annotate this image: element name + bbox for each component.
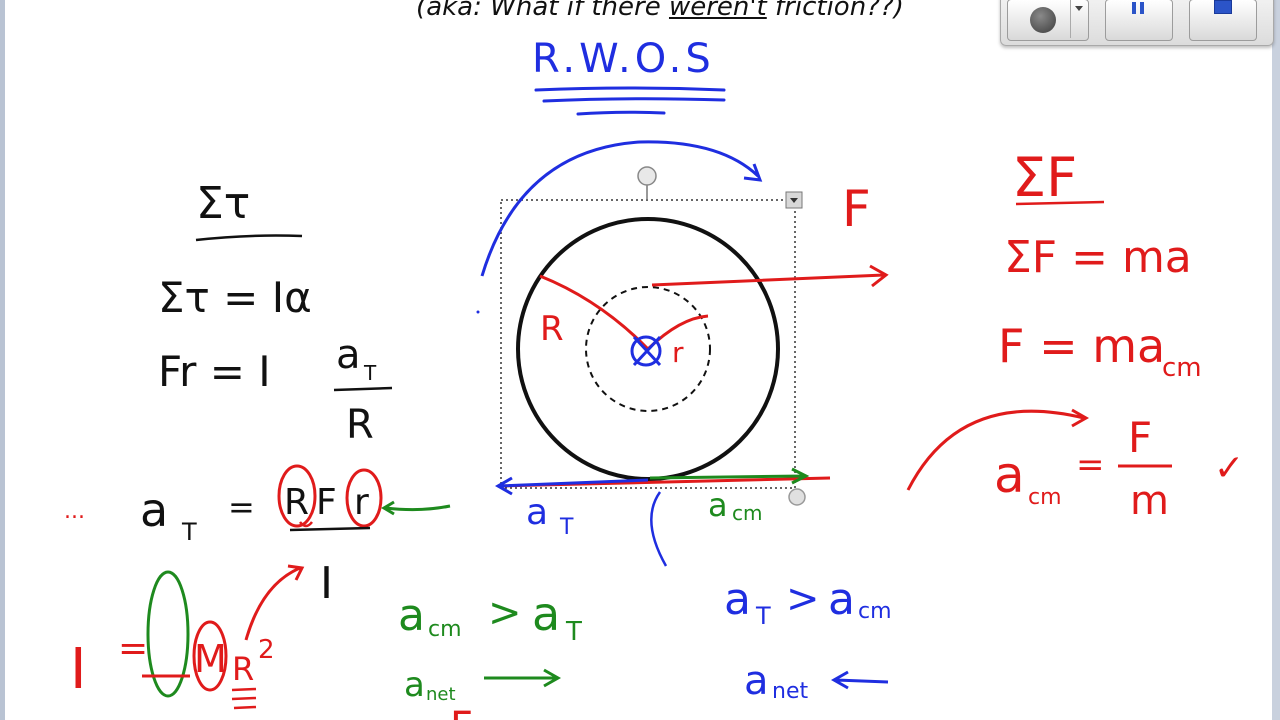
blue-ineq-lhs-sub: T	[755, 602, 771, 630]
inertia-R: R	[232, 650, 254, 688]
label-acm: a	[708, 486, 728, 524]
stray-dot	[476, 310, 480, 314]
torque-eq2-num-sub: T	[363, 361, 377, 385]
aT-R: R	[284, 482, 309, 523]
circle-r	[345, 468, 383, 528]
subtitle-emphasis: weren't	[668, 0, 767, 22]
blue-ineq-lhs: a	[724, 574, 751, 625]
recording-toolbar	[1000, 0, 1274, 46]
blue-net: a	[744, 658, 769, 704]
green-net-arrow	[484, 668, 562, 688]
green-ineq-rhs: a	[532, 587, 560, 641]
label-R: R	[540, 309, 564, 349]
blue-ineq-rhs-sub: cm	[858, 599, 892, 624]
rotation-arrow	[480, 140, 763, 277]
green-ineq-lhs-sub: cm	[428, 617, 462, 642]
green-net-sub: net	[426, 684, 456, 705]
selection-box	[500, 199, 796, 489]
force-curve-arrow	[906, 408, 1090, 491]
label-aT: a	[526, 492, 548, 533]
green-partial: F	[450, 704, 473, 720]
label-r: r	[672, 336, 684, 369]
label-acm-sub: cm	[732, 501, 762, 525]
force-eq1: ΣF = ma	[1004, 232, 1192, 283]
green-ineq-lhs: a	[398, 590, 425, 641]
torque-eq2-fraction-bar	[333, 386, 393, 392]
blue-net-arrow	[830, 670, 889, 690]
acm-lhs-sub: cm	[1028, 485, 1062, 510]
torque-eq1: Στ = Iα	[158, 273, 312, 322]
torque-eq2-num: a	[336, 332, 361, 378]
record-icon	[1030, 7, 1056, 33]
blue-gt: >	[786, 576, 820, 622]
aT-eq: =	[228, 488, 255, 526]
outer-wheel	[516, 217, 780, 481]
force-F-arrow	[651, 264, 889, 288]
torque-heading: Στ	[196, 178, 250, 229]
right-window-border	[1272, 0, 1280, 720]
label-aT-sub: T	[559, 515, 574, 540]
page-subtitle: (aka: What if there weren't friction??)	[370, 0, 950, 22]
acm-eq: =	[1076, 445, 1105, 485]
check-mark: ✓	[1214, 448, 1244, 489]
pause-button[interactable]	[1105, 0, 1173, 41]
cancel-tick	[299, 521, 313, 528]
pause-icon	[1132, 2, 1146, 14]
selection-menu-chevron-icon	[790, 198, 798, 203]
inertia-exp: 2	[258, 635, 275, 665]
title-underlines	[534, 86, 726, 116]
aT-lhs: a	[140, 483, 168, 537]
green-ineq-rhs-sub: T	[565, 617, 582, 647]
torque-eq2-left: Fr = I	[158, 347, 271, 396]
inertia-R-underlines	[231, 687, 257, 710]
circle-R	[277, 464, 317, 528]
inertia-blank-oval	[146, 570, 190, 698]
blue-net-sub: net	[772, 679, 808, 704]
acm-den: m	[1130, 478, 1169, 524]
aT-F: F	[316, 482, 337, 523]
inertia-M: M	[194, 637, 227, 681]
green-gt: >	[488, 590, 522, 636]
torque-heading-underline	[195, 234, 303, 242]
aT-r: r	[354, 482, 369, 523]
green-net: a	[404, 665, 425, 705]
acm-lhs: a	[994, 446, 1025, 504]
title: R.W.O.S	[532, 36, 715, 82]
inertia-M-circle	[192, 620, 228, 692]
torque-eq2-den: R	[346, 402, 374, 448]
axis-into-page-icon	[630, 335, 662, 367]
label-F: F	[842, 180, 871, 238]
contact-point-arrow	[650, 491, 668, 567]
blue-ineq-rhs: a	[828, 574, 855, 625]
acm-num: F	[1128, 413, 1152, 462]
force-heading: ΣF	[1012, 146, 1077, 209]
aT-arrow	[494, 476, 649, 496]
inner-axle	[585, 286, 711, 412]
rotation-handle[interactable]	[637, 166, 657, 186]
force-eq2: F = ma	[998, 319, 1165, 373]
left-window-border	[0, 0, 5, 720]
record-button[interactable]	[1007, 0, 1089, 41]
chevron-down-icon[interactable]	[1070, 0, 1087, 38]
acm-arrow	[649, 467, 810, 485]
stop-button[interactable]	[1189, 0, 1257, 41]
force-heading-underline	[1015, 200, 1105, 206]
inertia-arrow	[244, 564, 305, 641]
resize-handle[interactable]	[788, 488, 806, 506]
inertia-eq: =	[118, 628, 148, 669]
stop-icon	[1214, 0, 1232, 14]
pointer-arrow-green	[381, 500, 451, 516]
aT-den: I	[320, 558, 333, 609]
inertia-I: I	[70, 637, 87, 702]
dots: ...	[64, 499, 85, 524]
force-eq2-sub: cm	[1162, 353, 1202, 383]
aT-fraction-bar	[289, 526, 371, 532]
aT-lhs-sub: T	[181, 518, 197, 546]
